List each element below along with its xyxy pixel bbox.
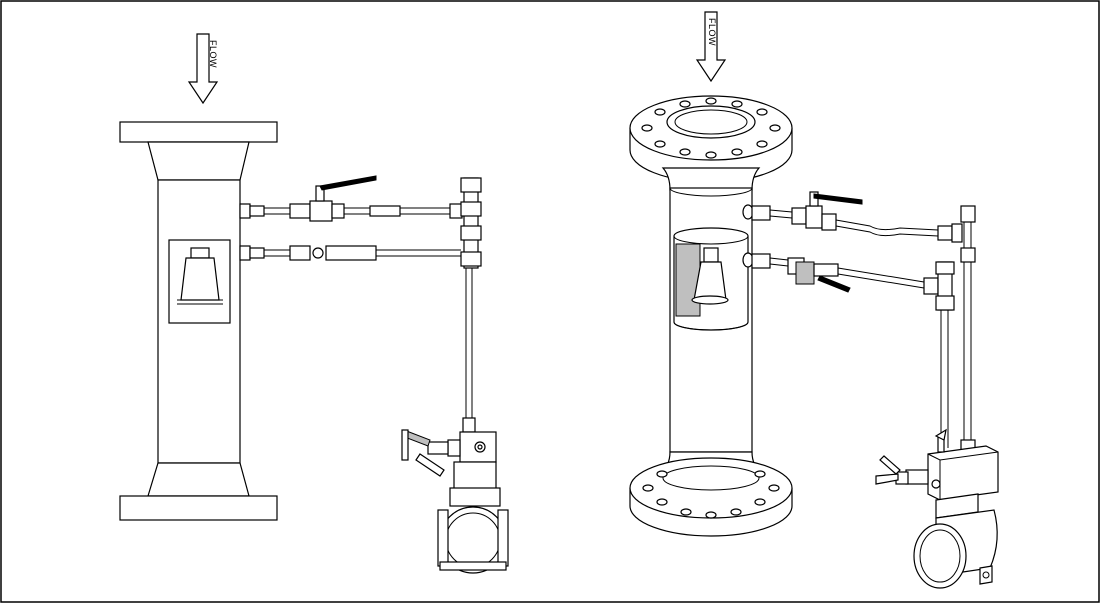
left-flow-label: FLOW	[208, 40, 218, 68]
left-upper-valve-handle	[319, 175, 377, 191]
left-top-flange	[119, 121, 278, 143]
right-top-neck	[661, 167, 761, 191]
left-bottom-flange	[119, 495, 278, 521]
left-lower-impulse-line	[239, 245, 461, 261]
right-bleed-handle	[875, 473, 899, 485]
right-lower-valve-handle	[817, 275, 851, 293]
right-view: FLOW	[629, 11, 999, 589]
left-bleed-handle-lower	[415, 453, 445, 477]
right-manifold-block	[927, 445, 999, 501]
left-cone-float	[177, 247, 223, 305]
right-upper-valve-handle	[813, 193, 863, 205]
right-bottom-flange	[629, 457, 793, 537]
right-housing-plug	[979, 565, 993, 585]
right-sight-window	[673, 227, 749, 331]
left-lower-valve-knob	[312, 247, 324, 259]
left-bottom-cone	[147, 462, 250, 497]
left-top-cone	[147, 141, 250, 181]
right-transmitter-housing	[913, 523, 967, 589]
right-transmitter	[875, 428, 999, 589]
right-flow-arrow: FLOW	[695, 11, 727, 83]
right-flow-label: FLOW	[707, 18, 717, 46]
left-upper-impulse-line	[239, 175, 482, 269]
left-flow-arrow: FLOW	[187, 33, 219, 105]
left-vertical-tube	[462, 268, 476, 433]
left-transmitter	[401, 429, 509, 574]
right-lower-impulse-line	[742, 252, 955, 448]
left-view: FLOW	[119, 33, 509, 574]
right-lower-valve-body	[795, 261, 815, 285]
right-upper-impulse-line	[742, 191, 976, 453]
